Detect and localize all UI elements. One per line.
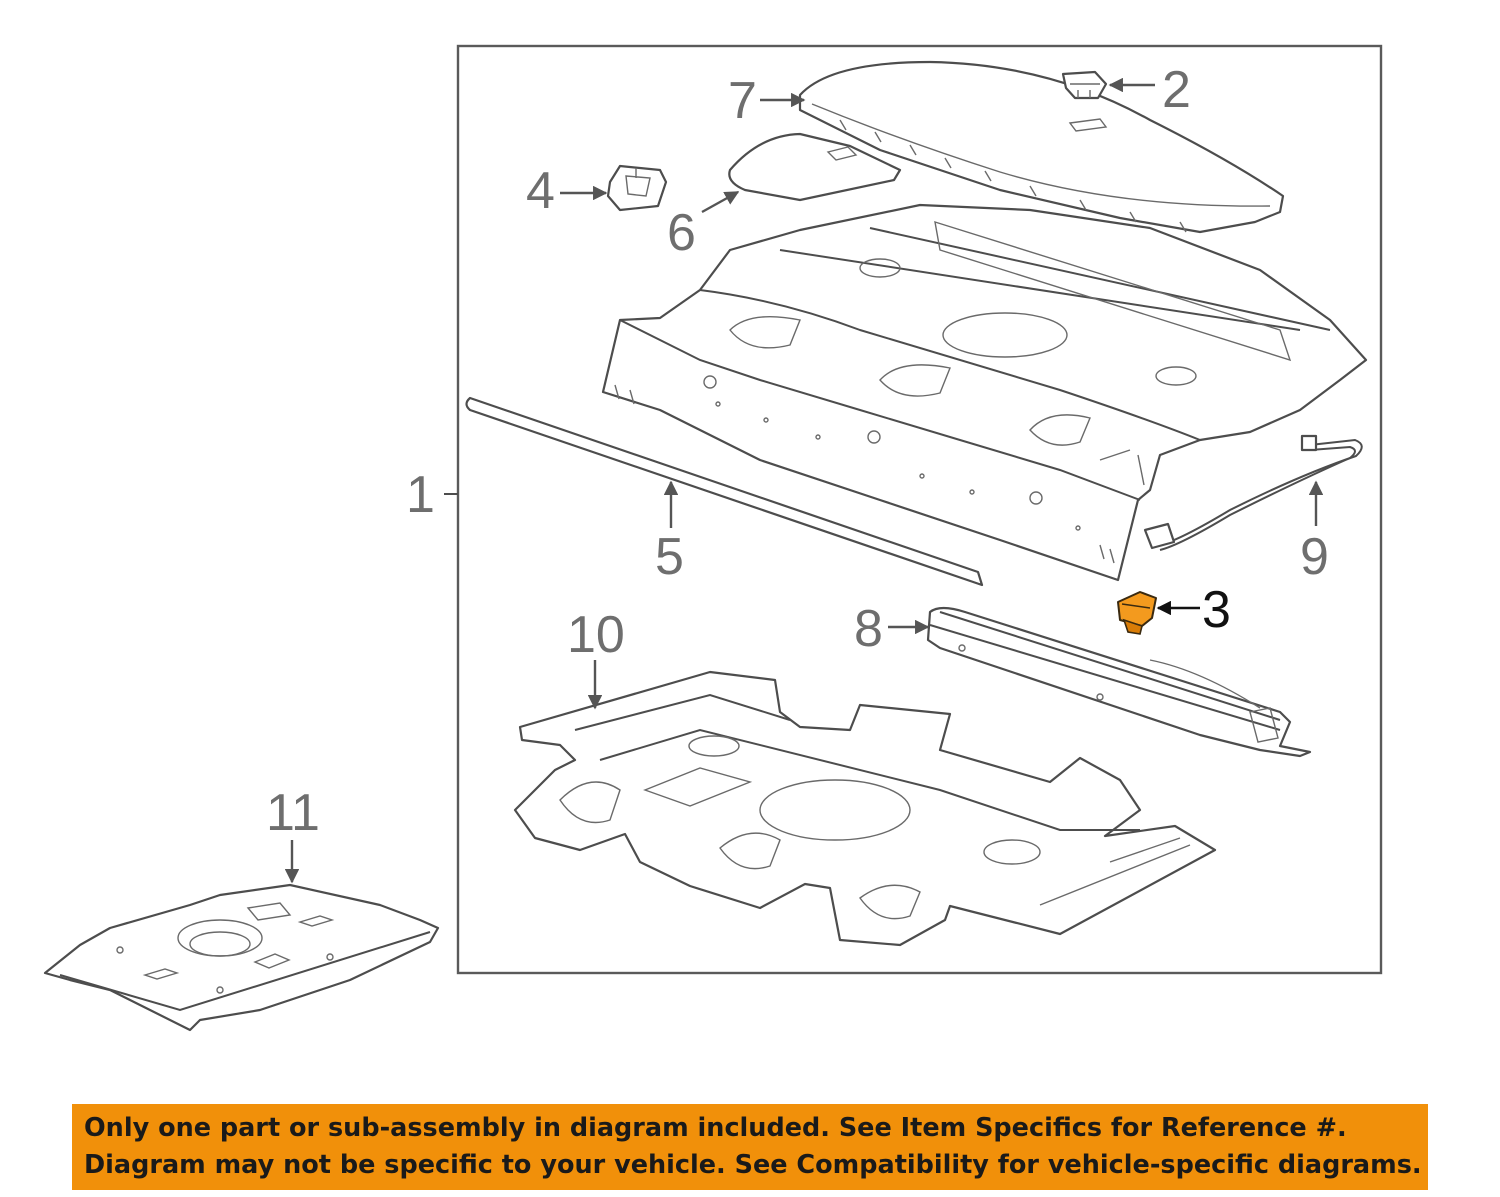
callout-4: 4	[526, 162, 555, 220]
callout-3: 3	[1202, 581, 1231, 639]
leader-6	[701, 190, 740, 214]
disclaimer-line-1: Only one part or sub-assembly in diagram…	[84, 1113, 1347, 1143]
disclaimer-line-2: Diagram may not be specific to your vehi…	[84, 1150, 1422, 1180]
callout-9: 9	[1300, 528, 1329, 586]
assembly-frame	[456, 44, 1383, 975]
callout-5: 5	[655, 528, 684, 586]
part-9-harness	[1143, 434, 1363, 551]
part-2-clip	[1061, 70, 1108, 100]
part-10-floor-panel	[513, 670, 1217, 947]
callout-1: 1	[406, 466, 435, 524]
part-6-cover	[728, 132, 902, 202]
leader-lines	[284, 77, 1324, 884]
callout-10: 10	[567, 606, 625, 664]
part-7-trim-panel	[798, 60, 1285, 234]
part-8-reinforcement	[926, 606, 1312, 758]
part-11-package-tray	[43, 883, 440, 1032]
callout-11: 11	[266, 784, 320, 842]
parts-diagram: 1 2 3 4 5 6 7 8 9 10 11	[43, 44, 1383, 1032]
part-1-shelf-assembly	[601, 203, 1368, 582]
callout-7: 7	[728, 72, 757, 130]
callout-2: 2	[1162, 61, 1191, 119]
part-4-clip	[606, 164, 668, 212]
part-5-weatherstrip	[465, 396, 984, 587]
callout-8: 8	[854, 600, 883, 658]
callout-6: 6	[667, 204, 696, 262]
disclaimer-banner: Only one part or sub-assembly in diagram…	[72, 1104, 1428, 1190]
part-3-retainer	[1117, 591, 1157, 635]
